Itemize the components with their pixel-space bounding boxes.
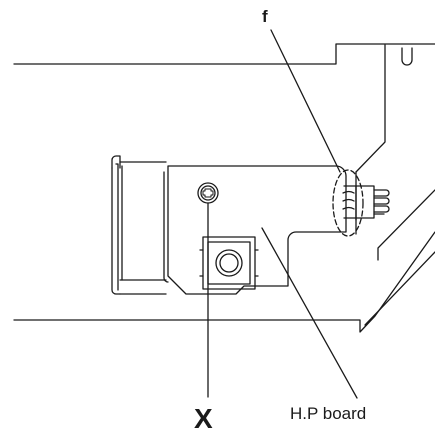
guide-rail — [111, 155, 167, 295]
leader-f — [270, 29, 341, 173]
chassis-frame — [13, 43, 435, 333]
callout-label-x: X — [194, 403, 213, 433]
hp-board-bracket — [163, 165, 347, 295]
screw-icon — [197, 182, 219, 204]
leader-board — [261, 227, 358, 399]
connector — [342, 185, 390, 221]
callout-label-f: f — [262, 7, 268, 26]
sensor-block — [199, 236, 259, 290]
connector-highlight — [332, 169, 364, 237]
callout-label-hp-board: H.P board — [290, 404, 366, 423]
